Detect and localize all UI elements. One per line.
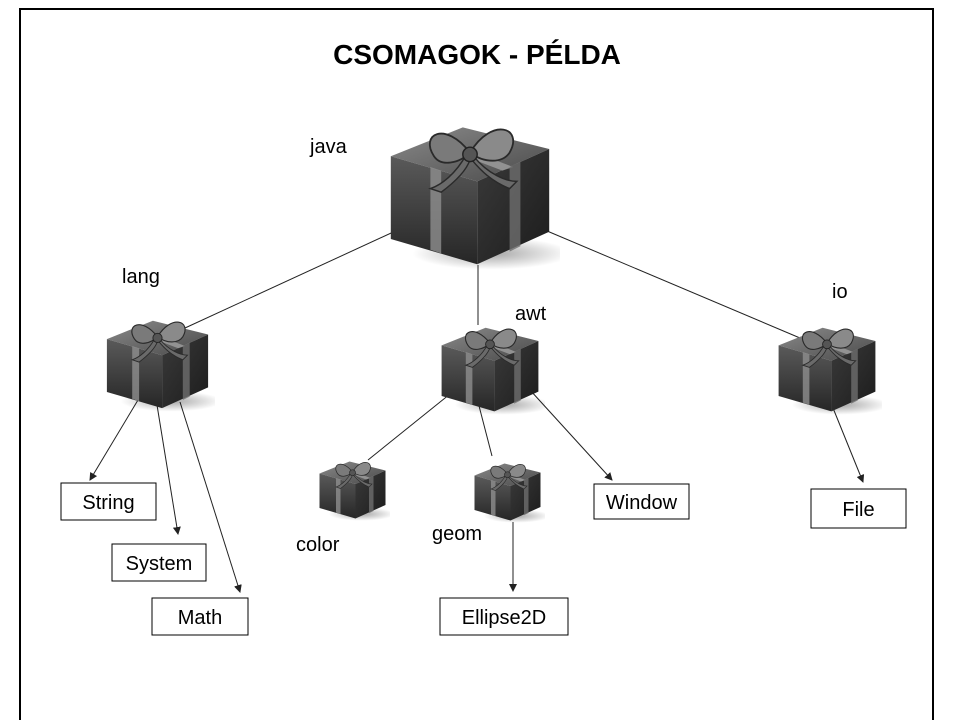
class-label-file: File [842, 499, 874, 521]
class-label-math: Math [178, 607, 222, 629]
gift-box-icon [106, 320, 215, 413]
package-label-awt: awt [515, 303, 547, 325]
edge-lang-system [156, 404, 181, 535]
gift-box-icon [319, 461, 390, 522]
edge-awt-color [367, 389, 456, 461]
edge-lang-math [179, 401, 242, 593]
class-label-string: String [82, 492, 134, 514]
package-label-color: color [296, 534, 340, 556]
class-box-string: String [60, 482, 157, 521]
gift-box-icon [389, 126, 560, 271]
class-label-window: Window [606, 492, 678, 514]
class-box-file: File [810, 488, 907, 529]
edge-java-io [539, 227, 801, 339]
edges [89, 227, 865, 593]
class-box-system: System [111, 543, 207, 582]
class-box-window: Window [593, 483, 690, 520]
class-label-ellipse2d: Ellipse2D [462, 607, 546, 629]
package-label-java: java [309, 136, 348, 158]
class-box-math: Math [151, 597, 249, 636]
page-title: CSOMAGOK - PÉLDA [333, 39, 621, 70]
package-label-lang: lang [122, 266, 160, 288]
gift-box-icon [474, 463, 545, 524]
slide-frame [19, 8, 934, 720]
edge-java-lang [184, 227, 403, 329]
package-label-geom: geom [432, 523, 482, 545]
class-box-ellipse2d: Ellipse2D [439, 597, 569, 636]
gift-box-icon [778, 327, 882, 416]
package-label-io: io [832, 281, 848, 303]
edge-lang-string [89, 399, 139, 481]
class-label-system: System [126, 553, 193, 575]
gift-box-icon [441, 327, 545, 416]
edge-io-file [832, 407, 865, 483]
